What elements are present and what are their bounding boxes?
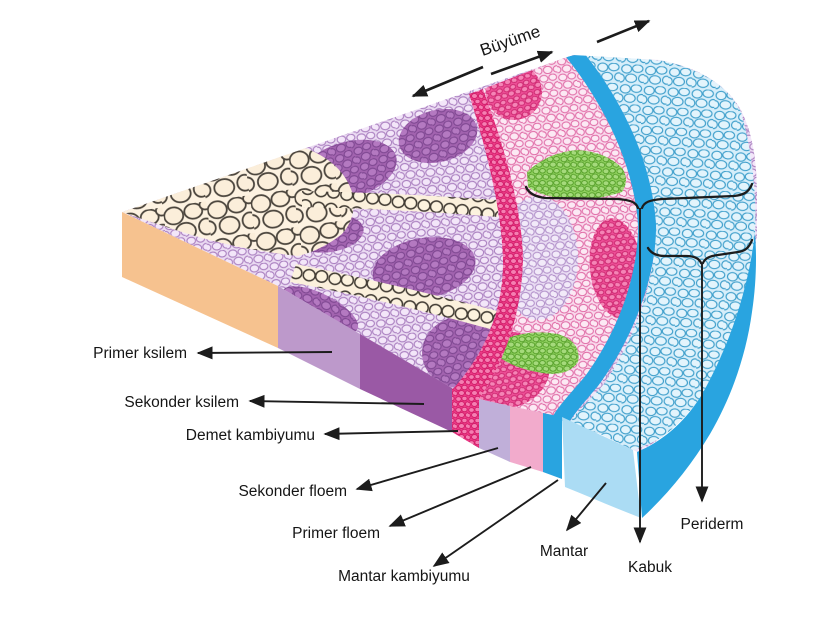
label-sekonder-ksilem: Sekonder ksilem <box>124 394 239 411</box>
leader-sekonder-ksilem <box>248 394 425 408</box>
periderm-bracket-right <box>701 238 754 265</box>
primary-xylem-face <box>278 286 360 389</box>
pith-face <box>122 212 278 348</box>
label-demet-kambiyumu: Demet kambiyumu <box>186 427 315 444</box>
leader-primer-ksilem <box>196 346 333 360</box>
vascular-cambium-face <box>452 388 479 448</box>
growth-arrow-outer <box>596 19 651 44</box>
growth-arrow-right <box>490 50 554 76</box>
cork-cambium-face <box>543 413 562 479</box>
kabuk-bracket <box>524 185 640 210</box>
vascular-cambium-band <box>452 89 523 399</box>
cork-region <box>568 55 756 450</box>
cork-face <box>562 417 641 518</box>
leader-mantar-kambiyumu <box>432 479 559 567</box>
label-primer-ksilem: Primer ksilem <box>93 345 187 362</box>
label-mantar: Mantar <box>540 543 588 560</box>
label-kabuk: Kabuk <box>628 559 672 576</box>
primary-phloem-patch-lower <box>498 332 579 374</box>
label-primer-floem: Primer floem <box>292 525 380 542</box>
leader-mantar <box>565 482 607 532</box>
secondary-phloem-face <box>479 399 510 462</box>
top-cross-section-surface <box>122 55 757 452</box>
xylem-ray-upper <box>302 191 498 217</box>
primary-phloem-patch-upper <box>527 150 626 200</box>
secondary-xylem-face <box>360 334 452 432</box>
growth-arrow-left <box>411 65 484 98</box>
primary-phloem-face <box>510 406 543 472</box>
periderm-bracket <box>646 246 703 265</box>
kabuk-bracket-right <box>640 182 754 210</box>
leader-primer-floem <box>388 466 532 527</box>
leader-demet-kambiyumu <box>323 427 459 441</box>
label-mantar-kambiyumu: Mantar kambiyumu <box>338 568 470 585</box>
pith-cells-region <box>122 148 354 256</box>
outer-bark-surface <box>637 233 756 518</box>
xylem-ray-lower <box>290 264 497 329</box>
leader-sekonder-floem <box>355 447 499 492</box>
growth-label: Büyüme <box>478 22 543 60</box>
label-periderm: Periderm <box>681 516 744 533</box>
label-sekonder-floem: Sekonder floem <box>238 483 347 500</box>
cork-cambium-band <box>553 55 657 424</box>
